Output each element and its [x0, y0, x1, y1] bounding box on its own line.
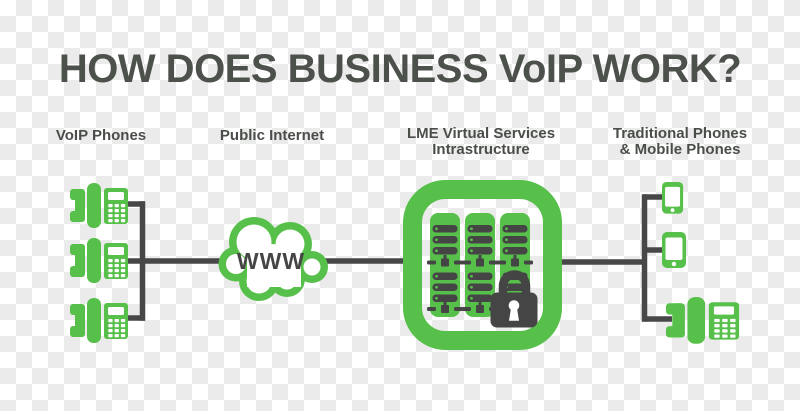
lme-infrastructure-label: LME Virtual Services Intrastructure: [407, 126, 555, 157]
www-label: WWW: [236, 248, 306, 274]
voip-phones-label: VoIP Phones: [55, 127, 147, 144]
traditional-label-line1: Traditional Phones: [612, 125, 748, 142]
smartphone-icon: [662, 232, 686, 268]
desk-phone-icon: [666, 297, 740, 344]
lme-label-line2: Intrastructure: [432, 140, 530, 158]
smartphone-icon: [662, 182, 684, 214]
traditional-label-line2: & Mobile Phones: [619, 140, 741, 158]
desk-phone-icon: [70, 183, 128, 228]
desk-phone-icon: [70, 298, 128, 343]
desk-phone-icon: [70, 238, 128, 283]
traditional-phones-label: Traditional Phones & Mobile Phones: [613, 126, 747, 157]
page-title: HOW DOES BUSINESS VoIP WORK?: [58, 47, 742, 91]
cloud-icon: [218, 217, 328, 301]
infrastructure-box: [403, 180, 562, 350]
padlock-icon: [490, 270, 538, 328]
lme-label-line1: LME Virtual Services: [406, 125, 556, 142]
public-internet-label: Public Internet: [219, 127, 325, 144]
server-rack-icon: [427, 213, 463, 317]
connector-lines: [128, 194, 672, 322]
